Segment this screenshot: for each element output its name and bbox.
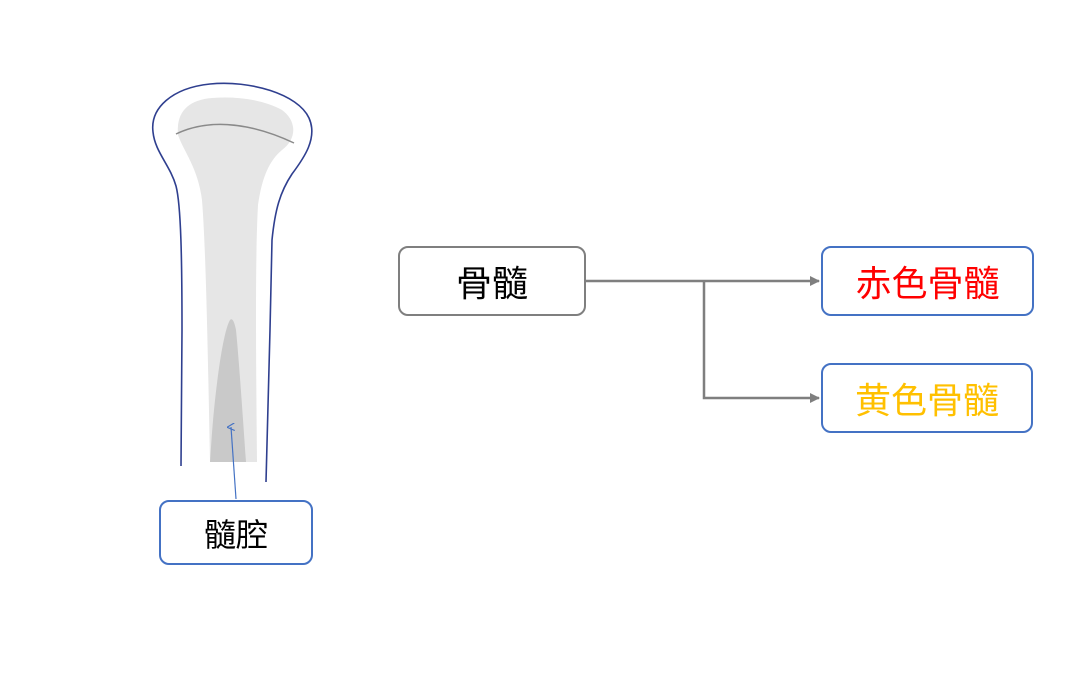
connector-to-yellow-marrow: [702, 281, 820, 403]
medullary-cavity-label: 髓腔: [203, 515, 268, 554]
yellow-marrow-label: 黄色骨髓: [854, 381, 999, 422]
bone-marrow-node: 骨髓: [398, 246, 586, 316]
epiphyseal-line: [175, 123, 295, 144]
bone-marrow-label: 骨髓: [455, 264, 528, 305]
bone-inner-fill: [177, 97, 294, 462]
yellow-marrow-node: 黄色骨髓: [821, 363, 1033, 433]
red-marrow-label: 赤色骨髓: [855, 264, 1000, 305]
cavity-pointer-line: [231, 427, 237, 500]
marrow-connectors: [586, 276, 820, 403]
long-bone-illustration: [152, 82, 313, 500]
medullary-cavity-shape: [210, 319, 246, 462]
red-marrow-node: 赤色骨髓: [821, 246, 1034, 316]
bone-outline: [152, 82, 313, 483]
medullary-cavity-node: 髓腔: [159, 500, 313, 565]
